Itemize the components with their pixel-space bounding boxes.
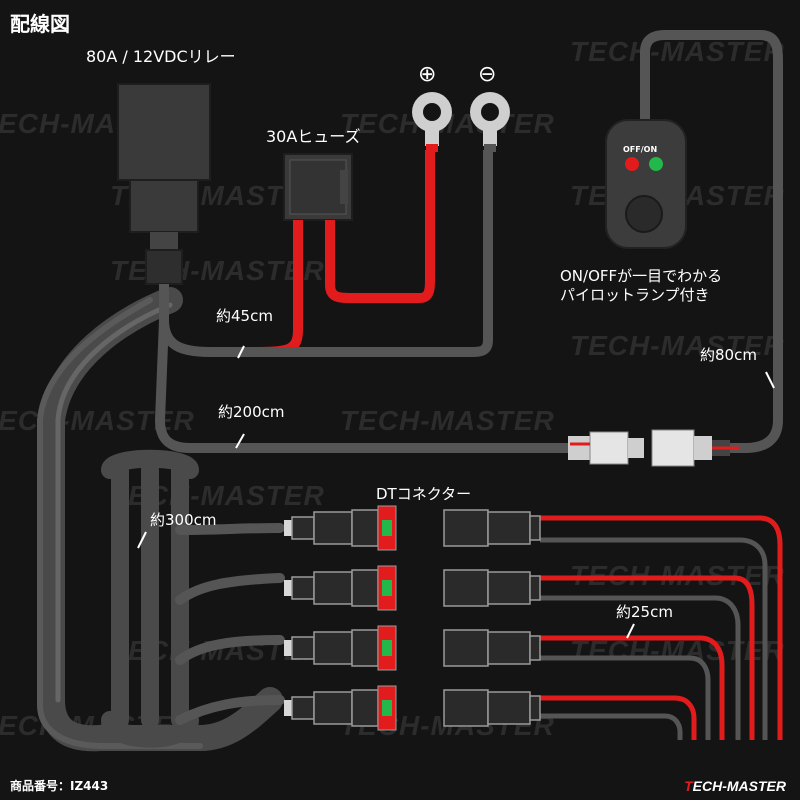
dt-connector-4 [283,685,541,731]
length-200cm: 約200cm [218,403,285,421]
switch-cable [640,30,783,453]
relay [117,83,211,285]
brand-logo: TECH-MASTER [684,778,786,794]
length-ticks [137,345,775,639]
watermark: TECH-MASTER [570,330,785,361]
red-wire-plus [325,150,435,303]
length-80cm: 約80cm [700,346,757,364]
plus-symbol: ⊕ [418,62,437,87]
dt-connector-2 [283,565,541,611]
fuse-label: 30Aヒューズ [266,127,361,146]
diagram-title: 配線図 [10,12,70,36]
length-300cm: 約300cm [150,511,217,529]
switch-harness [154,319,570,453]
length-25cm: 約25cm [616,603,673,621]
led-red [625,157,639,171]
switch-unit [605,119,687,249]
relay-label: 80A / 12VDCリレー [86,47,236,66]
product-number: 商品番号：IZ443 [10,779,109,793]
watermark: TECH-MASTER [340,405,555,436]
length-45cm: 約45cm [216,307,273,325]
switch-description-line1: ON/OFFが一目でわかる [560,267,723,285]
black-wire-minus [260,150,493,357]
watermark: TECH-MASTER [570,36,785,67]
dt-connector-label: DTコネクター [376,485,472,503]
output-wires [540,515,783,740]
led-green [649,157,663,171]
switch-description-line2: パイロットランプ付き [560,286,710,304]
switch-label: OFF/ON [623,145,658,154]
switch-connector [568,429,740,467]
brand-logo-suffix: ECH-MASTER [692,778,786,794]
main-harness [37,287,285,752]
dt-connector-1 [283,505,541,551]
ring-terminal-plus [412,92,452,152]
fuse-holder [283,153,353,221]
brand-logo-prefix: T [684,778,693,794]
dt-connector-3 [283,625,541,671]
minus-symbol: ⊖ [478,62,497,87]
switch-button [625,195,663,233]
ring-terminal-minus [470,92,510,152]
red-wire-fuse-relay [259,220,303,357]
